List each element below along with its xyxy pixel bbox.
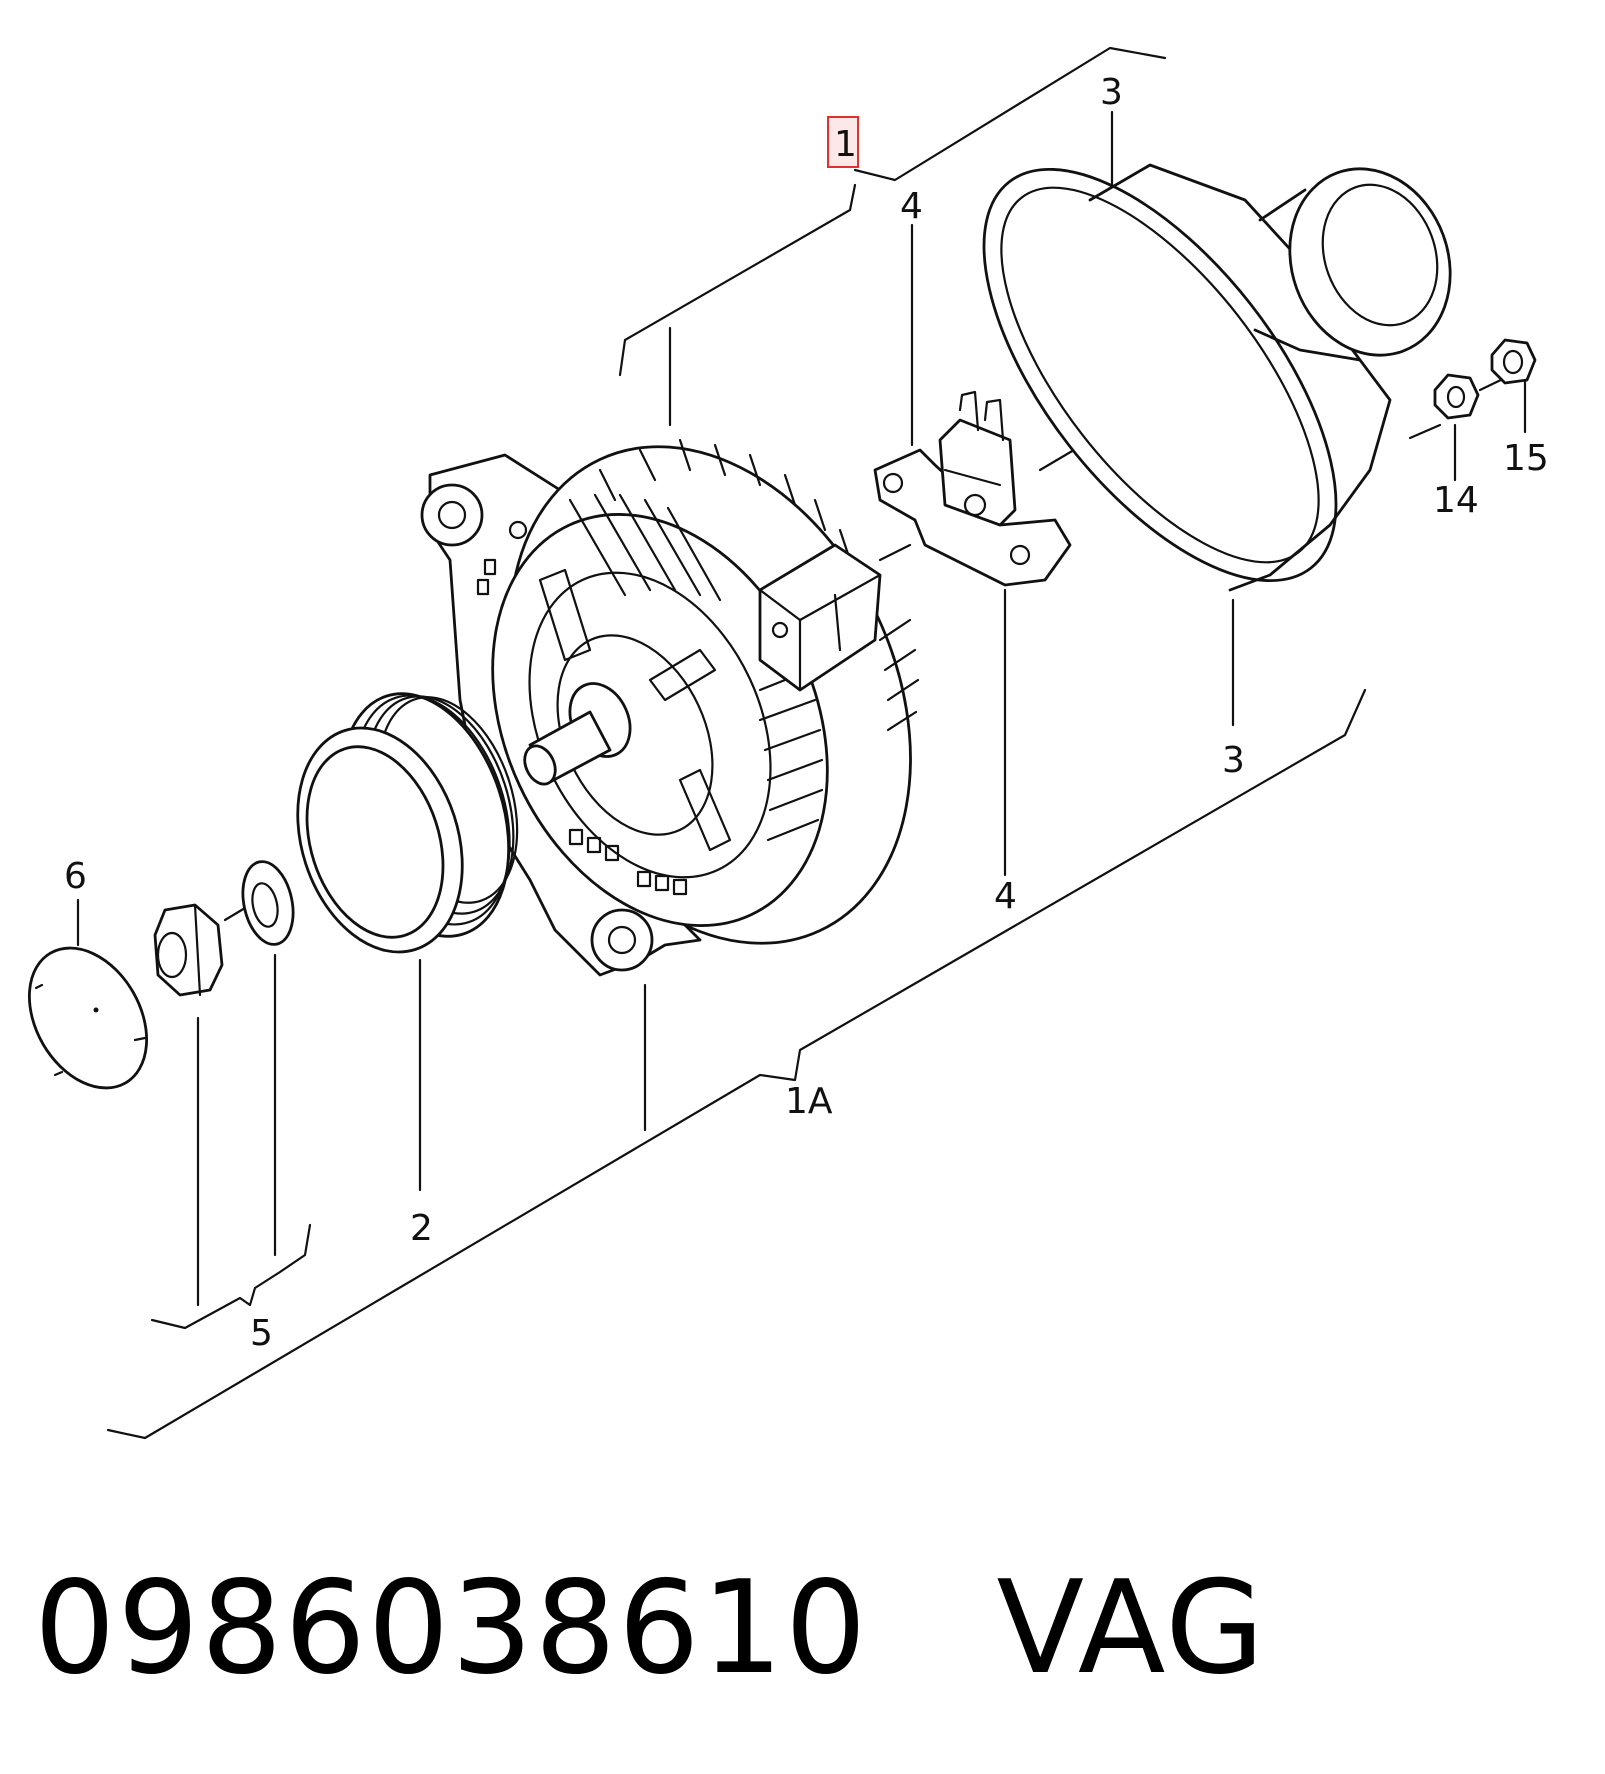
callout-4-bottom: 4 <box>994 876 1017 917</box>
callout-labels: 1 1A 2 3 3 4 4 5 6 14 15 <box>64 72 1549 1354</box>
cap <box>27 946 149 1090</box>
callout-4-top: 4 <box>900 186 923 227</box>
voltage-regulator <box>873 390 1072 587</box>
callout-1-highlight <box>827 116 859 168</box>
pulley <box>296 692 519 954</box>
callout-1a: 1A <box>785 1081 833 1122</box>
callout-3-top: 3 <box>1100 72 1123 113</box>
part-caption: 0986038610 VAG <box>34 1565 1266 1693</box>
brand-name: VAG <box>996 1554 1267 1703</box>
rear-cover <box>982 163 1452 592</box>
callout-6: 6 <box>64 856 87 897</box>
callout-5: 5 <box>250 1313 273 1354</box>
callout-14: 14 <box>1433 480 1479 521</box>
nut-15 <box>1490 338 1537 385</box>
pulley-nut <box>153 903 224 997</box>
washer <box>241 860 295 946</box>
alternator-body <box>420 438 920 977</box>
callout-2: 2 <box>410 1208 433 1249</box>
callout-1: 1 <box>834 124 857 165</box>
callout-3-bottom: 3 <box>1222 740 1245 781</box>
nut-14 <box>1433 373 1480 420</box>
callout-15: 15 <box>1503 438 1549 479</box>
part-number: 0986038610 <box>34 1554 869 1703</box>
